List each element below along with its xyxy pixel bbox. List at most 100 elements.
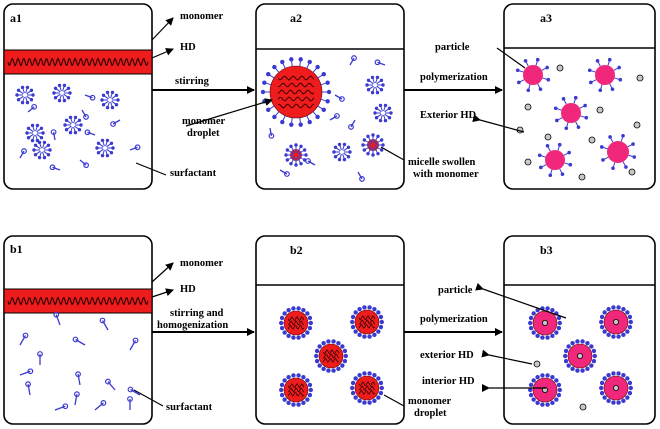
surfactant-molecule xyxy=(49,164,61,171)
monomer-layer xyxy=(3,49,153,75)
hydrophobe-droplet xyxy=(633,121,641,129)
monomer-layer xyxy=(3,288,153,314)
micelle xyxy=(332,142,352,162)
surfactant-molecule xyxy=(305,158,316,166)
panel-label-a2: a2 xyxy=(290,11,302,25)
monomer-droplet xyxy=(350,305,384,339)
micelle xyxy=(25,123,45,143)
micelle xyxy=(284,143,308,167)
monomer-droplet xyxy=(314,339,348,373)
surfactant-molecule xyxy=(349,55,357,66)
surfactant-molecule xyxy=(37,351,43,365)
surfactant-molecule xyxy=(334,94,345,102)
panel-b3: b3 xyxy=(503,235,656,425)
surfactant-molecule xyxy=(99,317,109,331)
label-stirring-b-2: homogenization xyxy=(157,320,228,331)
surfactant-molecule xyxy=(79,159,90,169)
surfactant-molecule xyxy=(19,332,29,346)
surfactant-molecule xyxy=(127,396,133,410)
panel-label-b2: b2 xyxy=(290,243,303,257)
hydrophobe-droplet xyxy=(628,168,636,176)
hydrophobe-droplet xyxy=(578,173,586,181)
b3-content xyxy=(528,305,633,411)
polymer-particle xyxy=(515,57,551,93)
b2-content xyxy=(279,305,384,407)
micelle xyxy=(63,115,83,135)
label-particle-b: particle xyxy=(438,285,473,296)
label-polymerization-a: polymerization xyxy=(420,72,488,83)
monomer-droplet xyxy=(279,373,313,407)
surfactant-molecule xyxy=(129,337,139,351)
surfactant-molecule xyxy=(268,127,275,139)
a3-content xyxy=(515,57,644,181)
panel-a2: a2 xyxy=(255,3,405,190)
polymer-particle xyxy=(537,142,573,178)
surfactant-molecule xyxy=(127,386,141,396)
hd-wave xyxy=(7,57,149,67)
hydrophobe-droplet xyxy=(596,106,604,114)
panel-label-a1: a1 xyxy=(10,11,22,25)
micelle xyxy=(361,133,385,157)
polymer-particle xyxy=(599,371,633,405)
label-stirring-b-1: stirring and xyxy=(170,308,224,319)
surfactant-molecule xyxy=(94,400,107,411)
label-monomer-droplet-a-2: droplet xyxy=(187,128,220,139)
label-interior-hd-b: interior HD xyxy=(422,376,475,387)
panel-label-a3: a3 xyxy=(540,11,552,25)
polymer-particle xyxy=(528,306,562,340)
label-surfactant-a: surfactant xyxy=(170,168,217,179)
polymer-particle xyxy=(599,133,637,171)
row-a-annotations xyxy=(135,17,526,176)
label-micelle-1: micelle swollen xyxy=(408,157,476,168)
surfactant-molecule xyxy=(329,113,340,121)
label-micelle-2: with monomer xyxy=(413,169,479,180)
label-particle-a: particle xyxy=(435,42,470,53)
surfactant-molecule xyxy=(357,171,365,182)
surfactant-field xyxy=(15,83,141,171)
micelle xyxy=(52,83,72,103)
label-exterior-hd-b: exterior HD xyxy=(420,350,474,361)
polymer-particle xyxy=(553,95,589,131)
surfactant-molecule xyxy=(50,129,57,141)
hydrophobe-droplet xyxy=(533,360,541,368)
panel-a3: a3 xyxy=(503,3,656,190)
label-monomer-droplet-b-1: monomer xyxy=(408,396,451,407)
surfactant-molecule xyxy=(84,129,96,136)
surfactant-molecule xyxy=(374,59,386,66)
hydrophobe-droplet xyxy=(556,64,564,72)
hydrophobe-droplet xyxy=(524,103,532,111)
surfactant-molecule xyxy=(81,109,89,120)
surfactant-molecule xyxy=(279,169,290,177)
label-monomer-a: monomer xyxy=(180,11,223,22)
monomer-droplet xyxy=(260,57,332,127)
polymer-particle xyxy=(528,373,562,407)
micelle xyxy=(100,90,120,110)
label-hd-a: HD xyxy=(180,42,196,53)
panel-b2: b2 xyxy=(255,235,405,425)
surfactant-molecule xyxy=(25,381,31,396)
row-b-annotations xyxy=(133,262,567,407)
surfactant-molecule xyxy=(53,311,61,326)
a2-content xyxy=(260,55,393,182)
label-monomer-b: monomer xyxy=(180,258,223,269)
surfactant-molecule xyxy=(110,119,121,127)
label-polymerization-b: polymerization xyxy=(420,314,488,325)
label-hd-b: HD xyxy=(180,284,196,295)
label-monomer-droplet-a-1: monomer xyxy=(182,116,225,127)
label-stirring-a: stirring xyxy=(175,76,210,87)
polymer-particle xyxy=(599,305,633,339)
panel-b1: b1 xyxy=(3,235,153,425)
surfactant-molecule xyxy=(105,378,116,391)
micelle xyxy=(373,103,393,123)
hydrophobe-droplet xyxy=(588,136,596,144)
hd-wave xyxy=(7,296,149,306)
panel-label-b3: b3 xyxy=(540,243,553,257)
surfactant-molecule xyxy=(348,119,356,130)
hydrophobe-droplet xyxy=(636,74,644,82)
surfactant-molecule xyxy=(27,103,38,113)
micelle xyxy=(15,85,35,105)
label-exterior-hd-a: Exterior HD xyxy=(420,110,477,121)
surfactant-molecule xyxy=(54,403,69,411)
surfactant-molecule xyxy=(75,371,81,386)
